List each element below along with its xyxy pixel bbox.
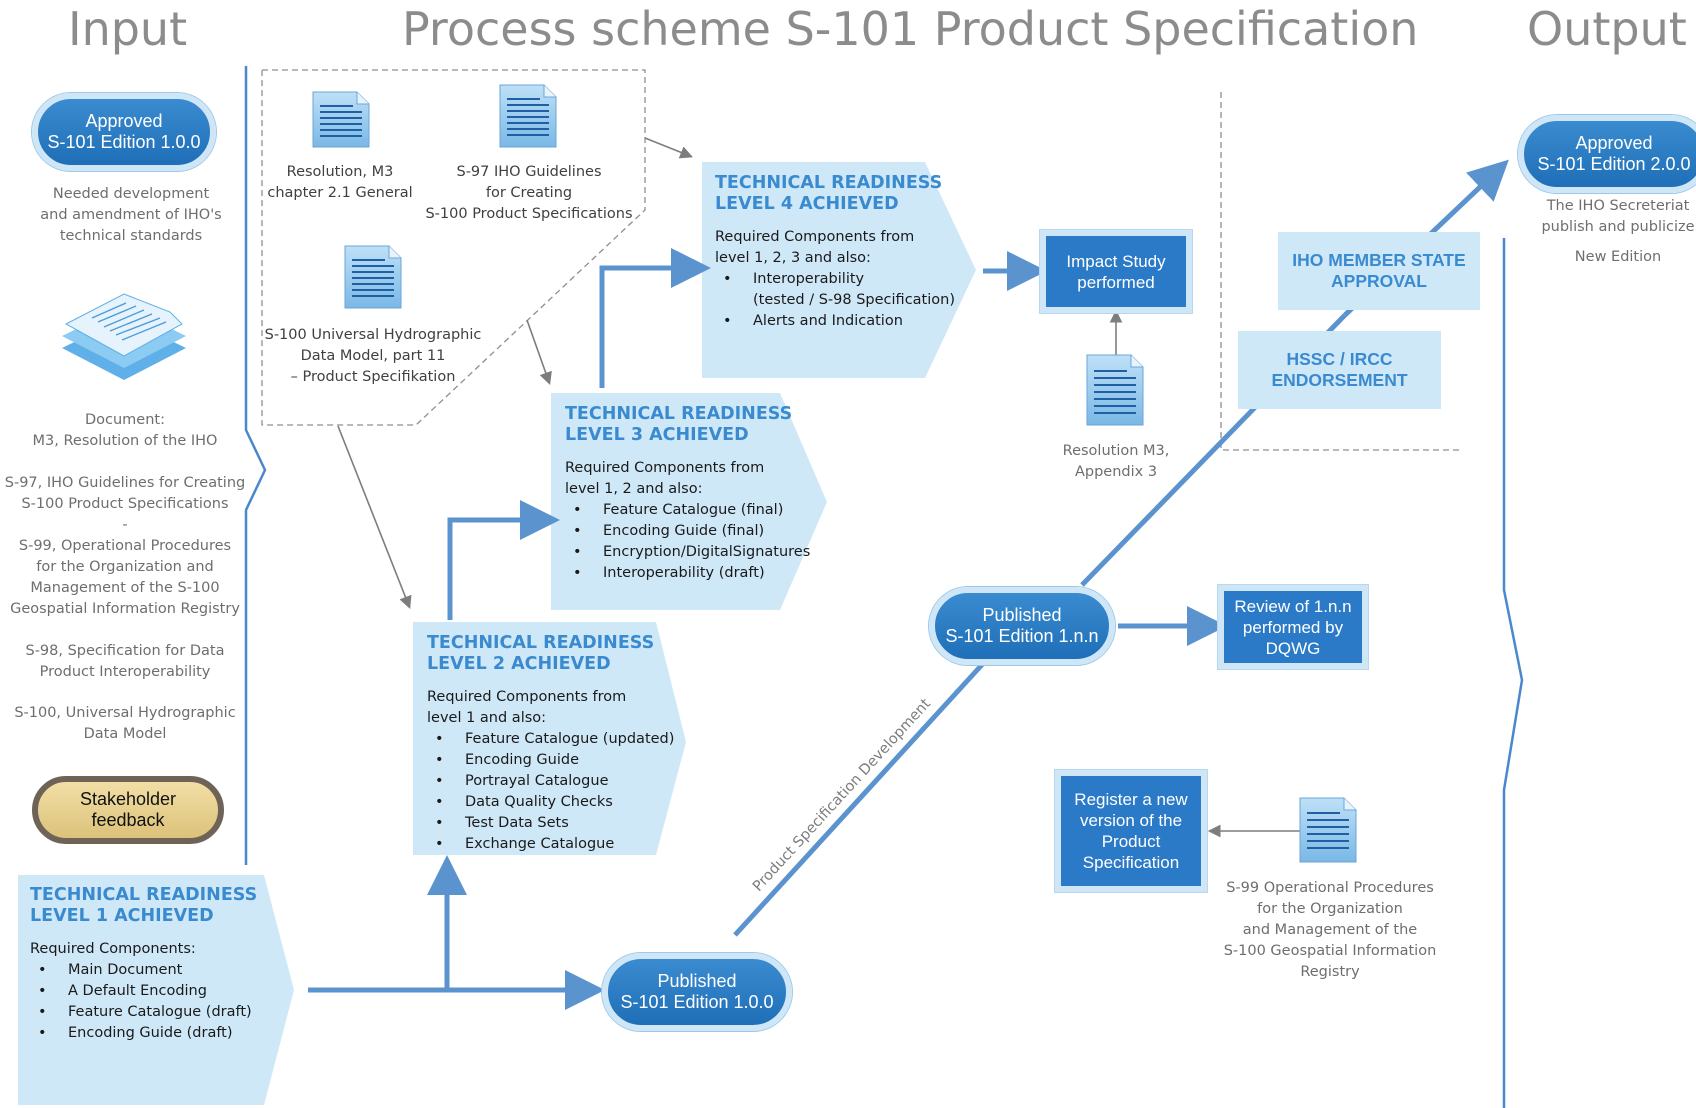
- arrow-docs-to-trl2: [337, 425, 412, 609]
- trl-level3-list: Feature Catalogue (final) Encoding Guide…: [565, 500, 810, 584]
- trl-level1-required: Required Components:: [30, 941, 196, 957]
- impact-study-box: Impact Study performed: [1040, 230, 1192, 313]
- trl-level4-title: TECHNICAL READINESS LEVEL 4 ACHIEVED: [715, 173, 943, 214]
- trl-level2: TECHNICAL READINESS LEVEL 2 ACHIEVED Req…: [427, 633, 674, 855]
- trl-level2-required: Required Components from level 1 and als…: [427, 689, 627, 726]
- list-item: Exchange Catalogue: [427, 834, 674, 855]
- document-icon: [312, 91, 370, 148]
- page-title: Process scheme S-101 Product Specificati…: [402, 2, 1419, 56]
- arrow-trl3-to-trl4: [599, 248, 711, 388]
- trl-level1: TECHNICAL READINESS LEVEL 1 ACHIEVED Req…: [30, 885, 257, 1044]
- published-edition-100-pill: Published S-101 Edition 1.0.0: [602, 953, 792, 1031]
- trl-level3-title: TECHNICAL READINESS LEVEL 3 ACHIEVED: [565, 404, 793, 445]
- trl-level1-title: TECHNICAL READINESS LEVEL 1 ACHIEVED: [30, 885, 258, 926]
- development-diagonal: [733, 643, 1002, 937]
- list-item: A Default Encoding: [30, 981, 257, 1002]
- output-column-divider: [1502, 238, 1524, 1108]
- input-header: Input: [68, 2, 188, 56]
- list-item: Interoperability (draft): [565, 563, 810, 584]
- list-item: Feature Catalogue (draft): [30, 1002, 257, 1023]
- trl-level3: TECHNICAL READINESS LEVEL 3 ACHIEVED Req…: [565, 404, 810, 584]
- new-edition-note: New Edition: [1574, 249, 1662, 265]
- list-item: Feature Catalogue (final): [565, 500, 810, 521]
- list-item: Test Data Sets: [427, 813, 674, 834]
- member-state-approval-box: IHO MEMBER STATE APPROVAL: [1278, 232, 1480, 310]
- trl-level1-list: Main Document A Default Encoding Feature…: [30, 960, 257, 1044]
- output-header: Output: [1527, 2, 1687, 56]
- hssc-endorsement-box: HSSC / IRCC ENDORSEMENT: [1238, 331, 1441, 409]
- resolution-m3-doc-label: Resolution, M3 chapter 2.1 General: [267, 164, 413, 201]
- list-item: Alerts and Indication: [715, 311, 955, 332]
- register-new-version-box: Register a new version of the Product Sp…: [1055, 770, 1207, 892]
- document-m3-note: Document: M3, Resolution of the IHO: [32, 412, 218, 449]
- input-s99-note: S-99, Operational Procedures for the Org…: [10, 538, 240, 617]
- trl-level4: TECHNICAL READINESS LEVEL 4 ACHIEVED Req…: [715, 173, 955, 332]
- list-item: Encoding Guide (draft): [30, 1023, 257, 1044]
- list-item: Encryption/DigitalSignatures: [565, 542, 810, 563]
- review-dqwg-box: Review of 1.n.n performed by DQWG: [1218, 585, 1368, 669]
- arrow-docs-to-trl3: [526, 319, 552, 386]
- needed-development-note: Needed development and amendment of IHO'…: [40, 186, 222, 244]
- arrow-docs-to-trl4: [644, 137, 693, 159]
- trl-level4-required: Required Components from level 1, 2, 3 a…: [715, 229, 915, 266]
- input-s97-note: S-97, IHO Guidelines for Creating S-100 …: [4, 475, 246, 533]
- documents-container: [261, 69, 646, 426]
- list-item: Main Document: [30, 960, 257, 981]
- list-item: Interoperability (tested / S-98 Specific…: [715, 269, 955, 311]
- input-s100-note: S-100, Universal Hydrographic Data Model: [14, 705, 236, 742]
- document-icon: [344, 245, 402, 309]
- approved-edition-2-pill: Approved S-101 Edition 2.0.0: [1518, 115, 1696, 193]
- trl-level2-list: Feature Catalogue (updated) Encoding Gui…: [427, 729, 674, 855]
- stacked-documents-icon: [62, 293, 186, 380]
- document-icon: [499, 84, 557, 148]
- s97-guidelines-doc-label: S-97 IHO Guidelines for Creating S-100 P…: [425, 164, 633, 222]
- input-s98-note: S-98, Specification for Data Product Int…: [25, 643, 225, 680]
- list-item: Feature Catalogue (updated): [427, 729, 674, 750]
- published-edition-1nn-pill: Published S-101 Edition 1.n.n: [929, 587, 1115, 665]
- document-icon: [1086, 354, 1144, 426]
- list-item: Encoding Guide (final): [565, 521, 810, 542]
- trl-level2-title: TECHNICAL READINESS LEVEL 2 ACHIEVED: [427, 633, 655, 674]
- arrow-trl2-to-trl3: [447, 500, 560, 620]
- stakeholder-feedback-pill: Stakeholder feedback: [32, 776, 224, 844]
- s99-procedures-doc-label: S-99 Operational Procedures for the Orga…: [1223, 880, 1437, 980]
- document-icon: [1299, 797, 1357, 863]
- list-item: Data Quality Checks: [427, 792, 674, 813]
- list-item: Portrayal Catalogue: [427, 771, 674, 792]
- s100-model-doc-label: S-100 Universal Hydrographic Data Model,…: [264, 327, 482, 385]
- trl-level4-list: Interoperability (tested / S-98 Specific…: [715, 269, 955, 332]
- resolution-m3-appendix-label: Resolution M3, Appendix 3: [1062, 443, 1170, 480]
- input-column-divider: [244, 66, 267, 865]
- secretariat-note: The IHO Secreteriat publish and publiciz…: [1541, 198, 1695, 235]
- approved-edition-1-pill: Approved S-101 Edition 1.0.0: [32, 93, 216, 171]
- list-item: Encoding Guide: [427, 750, 674, 771]
- trl-level3-required: Required Components from level 1, 2 and …: [565, 460, 765, 497]
